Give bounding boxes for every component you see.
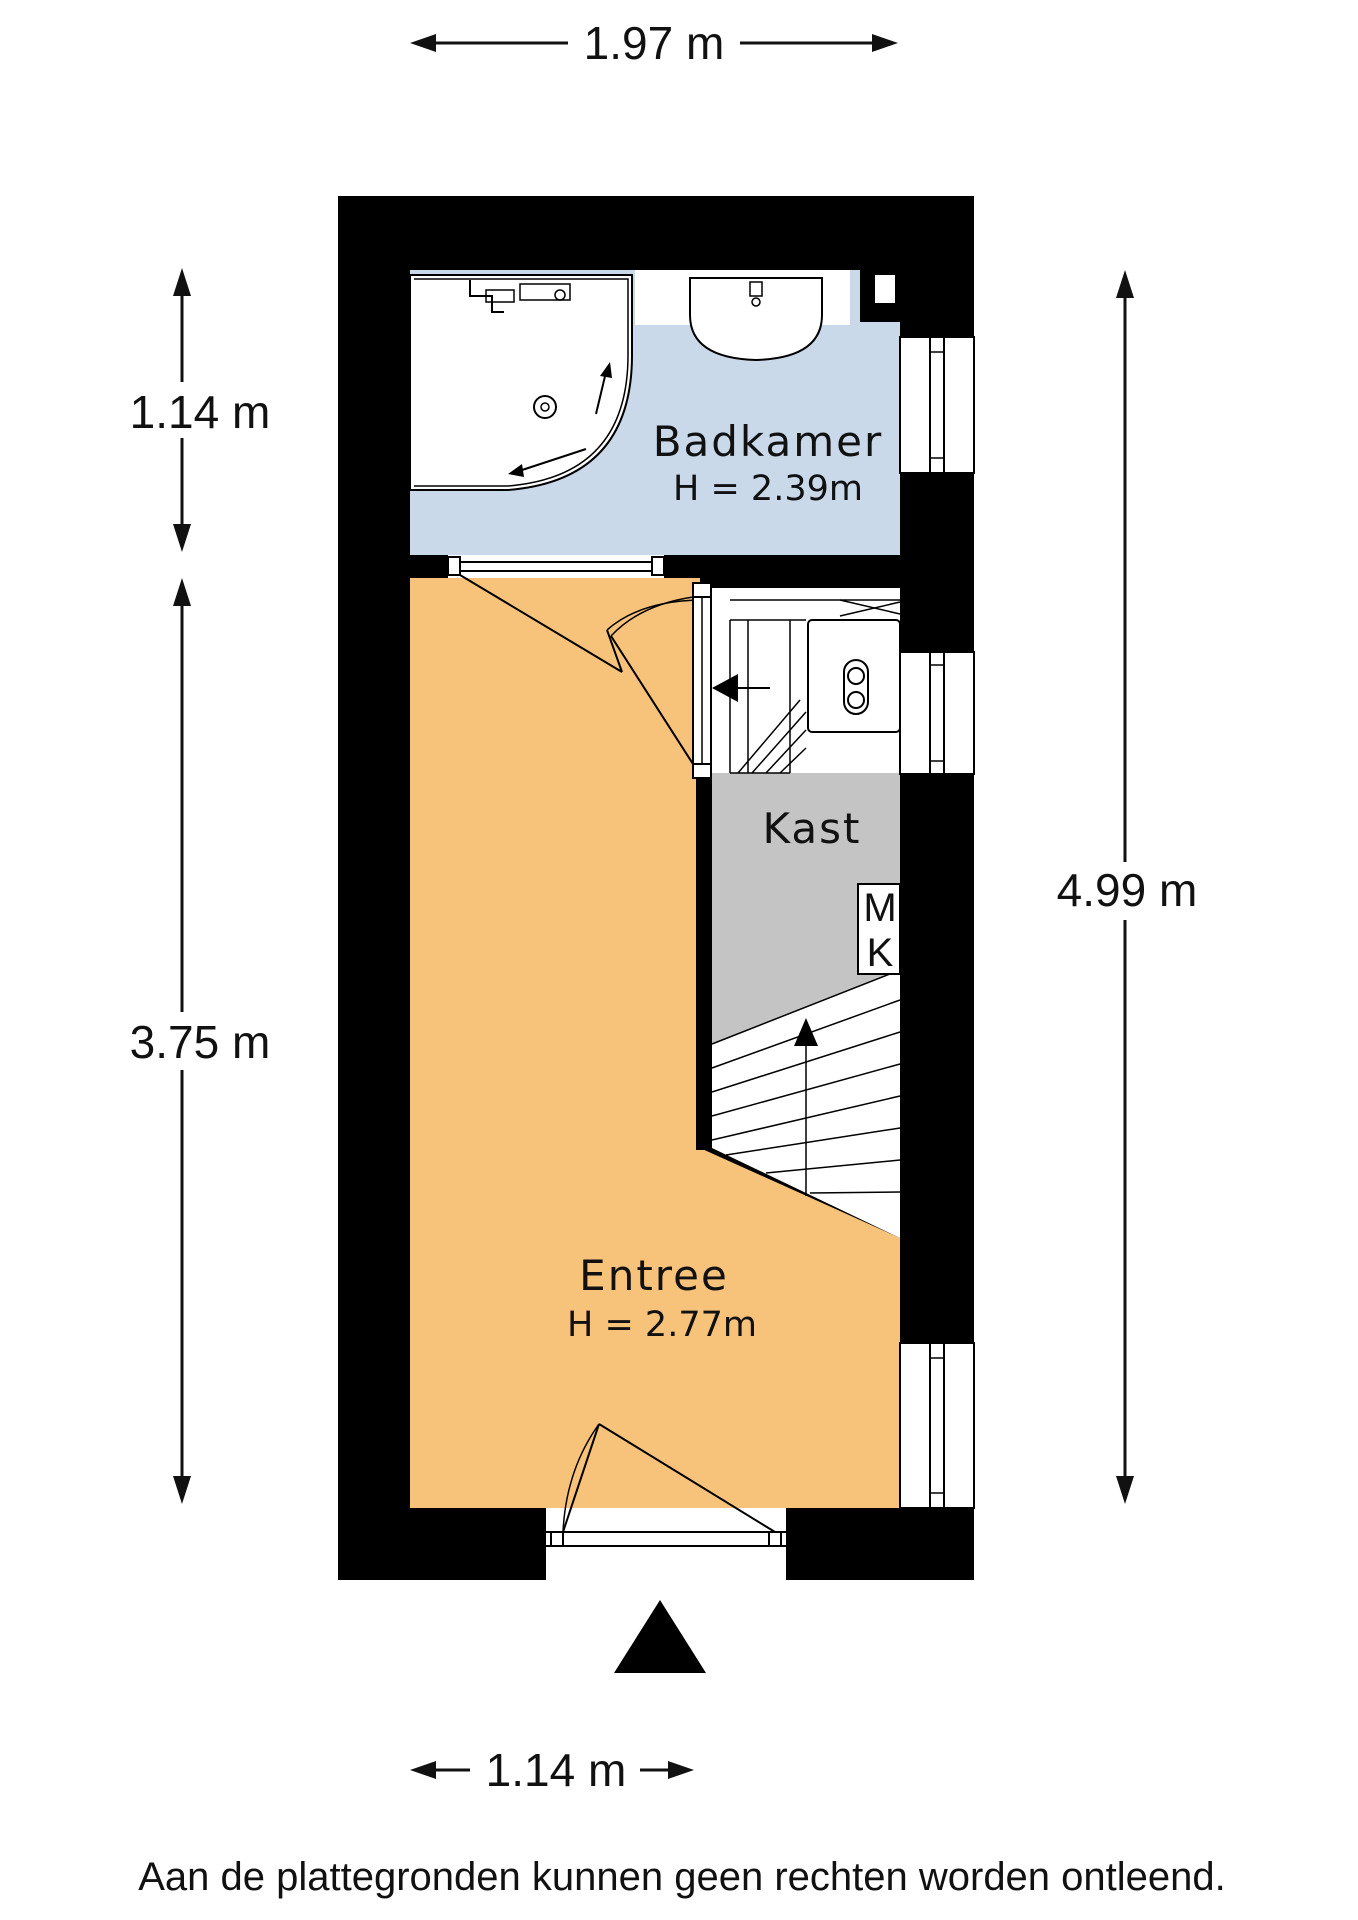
sink-icon — [689, 277, 823, 362]
shower-drain-icon — [533, 395, 557, 419]
dimension-top-width-label: 1.97 m — [584, 17, 725, 69]
window-right-upper — [899, 336, 975, 474]
stair-direction-arrow-icon — [794, 1018, 818, 1046]
room-height-bathroom: H = 2.39m — [673, 469, 863, 509]
room-name-entrance: Entree — [579, 1251, 729, 1300]
stair-direction-arrow-icon — [712, 674, 738, 702]
window-right-lower — [899, 1342, 975, 1509]
dimension-top-width: 1.97 m — [410, 17, 898, 69]
dimension-left-upper: 1.14 m — [130, 268, 271, 552]
dimension-bottom-width: 1.14 m — [410, 1744, 694, 1796]
room-height-entrance: H = 2.77m — [567, 1305, 757, 1345]
bathroom-door — [447, 555, 701, 673]
room-name-closet: Kast — [763, 804, 862, 853]
disclaimer-text: Aan de plattegronden kunnen geen rechten… — [138, 1855, 1226, 1899]
shower — [409, 274, 633, 491]
dimension-left-lower-label: 3.75 m — [130, 1016, 271, 1068]
dimension-right-total: 4.99 m — [1057, 270, 1198, 1504]
front-door — [546, 1423, 786, 1580]
dimension-right-total-label: 4.99 m — [1057, 864, 1198, 916]
meter-box-label-1: M — [863, 886, 896, 930]
meter-box: M K — [857, 883, 901, 975]
closet-door — [610, 582, 712, 779]
meter-box-label-2: K — [867, 931, 894, 975]
building: M K — [338, 196, 975, 1580]
entrance-floor — [410, 578, 900, 1508]
room-name-bathroom: Badkamer — [653, 417, 884, 466]
dimension-bottom-width-label: 1.14 m — [486, 1744, 627, 1796]
dimension-left-lower: 3.75 m — [130, 578, 271, 1504]
wall-entrance-closet — [696, 778, 712, 1150]
boiler-icon — [807, 619, 901, 733]
window-right-middle — [899, 651, 975, 775]
entrance-arrow-icon — [614, 1600, 706, 1673]
dimension-left-upper-label: 1.14 m — [130, 386, 271, 438]
